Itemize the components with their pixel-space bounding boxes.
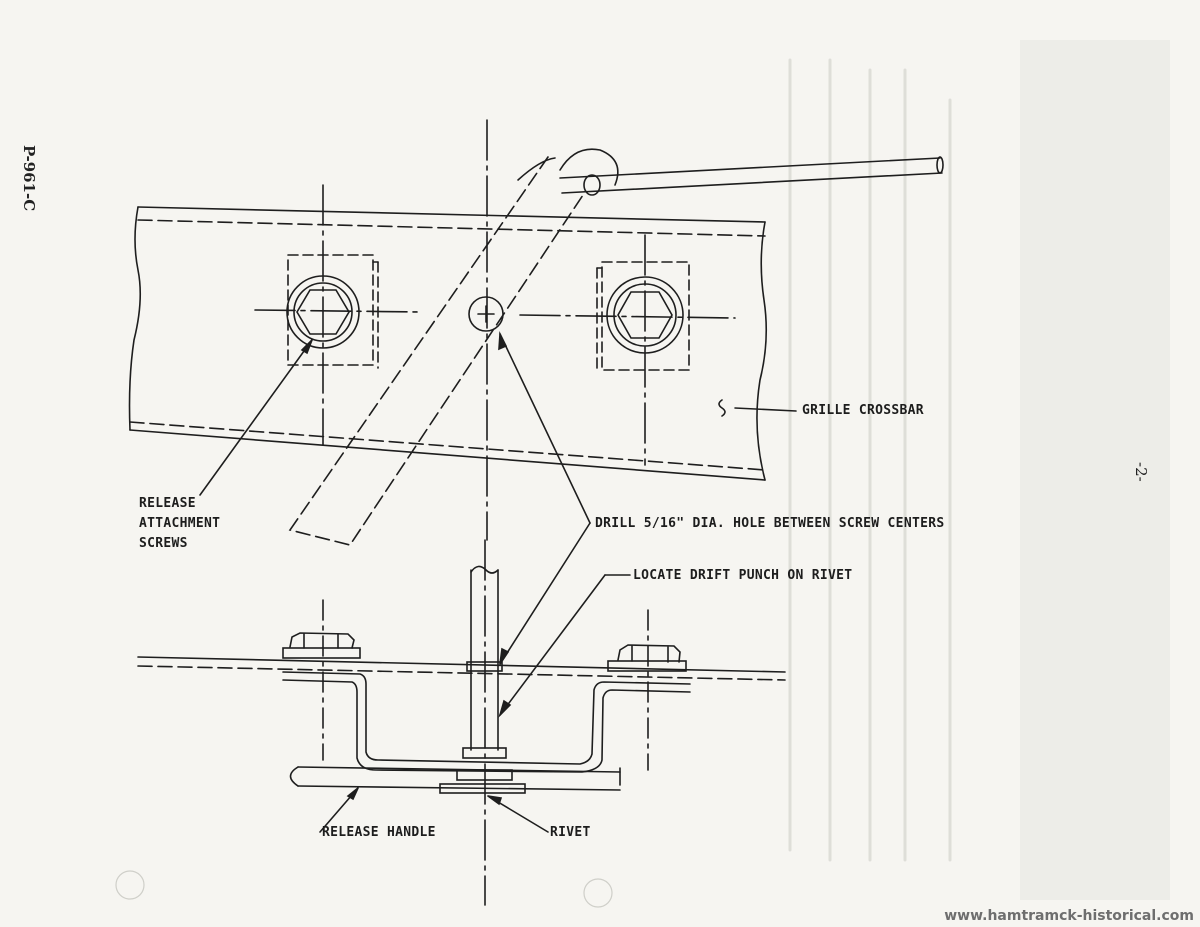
label-rivet: RIVET xyxy=(550,825,591,840)
punch-hole xyxy=(583,878,613,908)
label-release-handle: RELEASE HANDLE xyxy=(322,825,436,840)
bleed-through-background xyxy=(788,58,952,862)
label-line: SCREWS xyxy=(139,536,188,551)
release-handle-upper xyxy=(288,148,944,546)
label-drill-hole: DRILL 5/16" DIA. HOLE BETWEEN SCREW CENT… xyxy=(595,516,945,531)
grille-crossbar xyxy=(128,206,768,481)
label-line: ATTACHMENT xyxy=(139,516,221,531)
release-bracket xyxy=(282,671,691,773)
centerline-horizontal xyxy=(519,314,736,319)
crossbar-section xyxy=(137,656,786,681)
attachment-screw-left xyxy=(286,254,379,369)
release-handle-lower xyxy=(289,766,621,794)
leader-lines xyxy=(199,331,797,833)
drill-hole xyxy=(468,296,504,332)
page-number: -2- xyxy=(1132,462,1150,482)
punch-hole xyxy=(115,870,145,900)
label-line: RELEASE xyxy=(139,496,196,511)
hex-nut-right xyxy=(607,644,687,672)
centerline-horizontal xyxy=(254,309,421,313)
hex-nut-left xyxy=(282,632,361,659)
watermark: www.hamtramck-historical.com xyxy=(944,908,1194,924)
drift-punch xyxy=(456,565,513,781)
label-locate-drift-punch: LOCATE DRIFT PUNCH ON RIVET xyxy=(633,568,853,583)
bleed-through-block xyxy=(1020,40,1170,900)
form-number: P-961-C xyxy=(20,145,38,212)
label-grille-crossbar: GRILLE CROSSBAR xyxy=(802,403,924,418)
label-release-attachment-screws: RELEASE ATTACHMENT SCREWS xyxy=(139,494,220,554)
attachment-screw-right xyxy=(596,261,690,371)
